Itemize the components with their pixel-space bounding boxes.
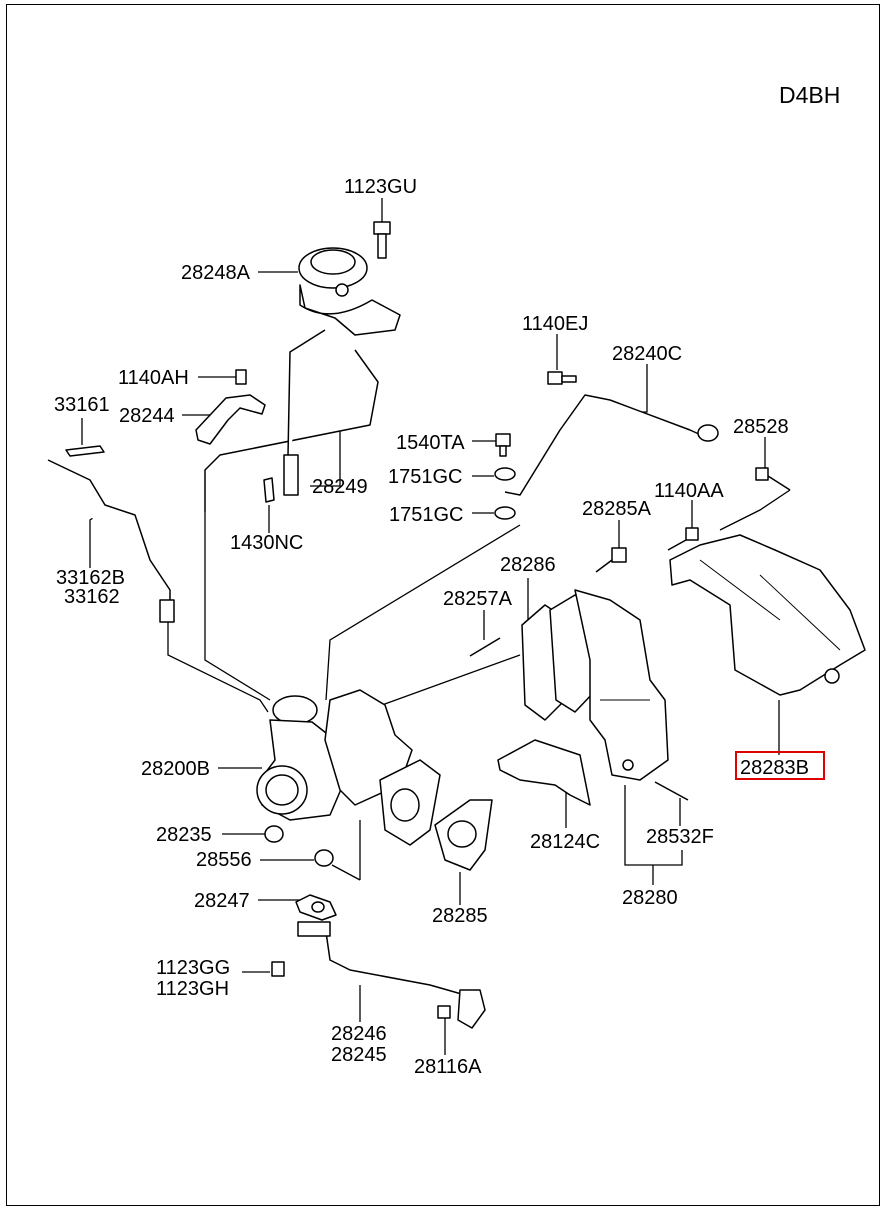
part-label-33162[interactable]: 33162 <box>64 586 120 608</box>
heat-protector-28124C <box>497 739 591 806</box>
clip-33161 <box>65 445 105 457</box>
part-label-28200B[interactable]: 28200B <box>141 758 210 780</box>
diagram-frame <box>6 4 880 1206</box>
actuator-28248A <box>298 247 401 336</box>
part-label-28285[interactable]: 28285 <box>432 905 488 927</box>
gasket-28247 <box>295 894 337 921</box>
washer-28556 <box>314 849 334 867</box>
pipe-28246 <box>297 921 486 1029</box>
part-label-28286[interactable]: 28286 <box>500 554 556 576</box>
part-label-1123GG[interactable]: 1123GG <box>156 957 230 979</box>
bolt-1123GU <box>373 221 391 259</box>
manifold-28280 <box>574 589 669 781</box>
stud-28532F <box>654 781 689 801</box>
part-label-28246[interactable]: 28246 <box>331 1023 387 1045</box>
part-label-28248A[interactable]: 28248A <box>181 262 251 284</box>
part-label-28257A[interactable]: 28257A <box>443 588 513 610</box>
part-label-28244[interactable]: 28244 <box>119 405 175 427</box>
part-label-28528[interactable]: 28528 <box>733 416 789 438</box>
heat-shield-28283B <box>669 534 866 696</box>
part-label-33161[interactable]: 33161 <box>54 394 110 416</box>
part-label-28556[interactable]: 28556 <box>196 849 252 871</box>
part-label-28240C[interactable]: 28240C <box>612 343 682 365</box>
hose-28249 <box>204 329 379 512</box>
part-label-1140AH[interactable]: 1140AH <box>118 367 189 389</box>
bolt-1140EJ <box>547 371 577 385</box>
part-label-28124C[interactable]: 28124C <box>530 831 600 853</box>
part-label-28285A[interactable]: 28285A <box>582 498 652 520</box>
engine-code-label: D4BH <box>779 82 840 108</box>
stud-28257A <box>469 637 501 657</box>
part-label-1140EJ[interactable]: 1140EJ <box>522 313 588 335</box>
part-label-28280[interactable]: 28280 <box>622 887 678 909</box>
hose-33162B <box>47 459 175 623</box>
part-label-1140AA[interactable]: 1140AA <box>654 480 724 502</box>
bolt-1540TA <box>495 433 511 457</box>
turbo-28200B <box>256 689 441 846</box>
part-label-1751GC-upper[interactable]: 1751GC <box>388 466 463 488</box>
part-label-28245[interactable]: 28245 <box>331 1044 387 1066</box>
bolt-28528 <box>755 467 791 491</box>
pipe-28240C <box>504 394 719 496</box>
bolt-28285A <box>595 547 627 573</box>
part-label-28283B[interactable]: 28283B <box>740 757 809 779</box>
bolt-1140AA <box>667 527 699 551</box>
nut-28116A <box>437 1005 451 1019</box>
part-label-28247[interactable]: 28247 <box>194 890 250 912</box>
part-label-33162B[interactable]: 33162B <box>56 567 125 589</box>
bracket-28244 <box>195 394 266 445</box>
part-label-28235[interactable]: 28235 <box>156 824 212 846</box>
bolt-1140AH <box>235 369 247 385</box>
highlight-box-28283B <box>735 751 825 780</box>
bolt-1123GG <box>271 961 285 977</box>
gasket-28285 <box>434 799 493 871</box>
part-label-1430NC[interactable]: 1430NC <box>230 532 303 554</box>
part-label-28532F[interactable]: 28532F <box>646 826 714 848</box>
part-label-1540TA[interactable]: 1540TA <box>396 432 465 454</box>
nut-28235 <box>264 825 284 843</box>
clip-1430NC <box>263 477 275 503</box>
part-label-1123GU[interactable]: 1123GU <box>344 176 417 198</box>
part-label-28116A[interactable]: 28116A <box>414 1056 482 1078</box>
part-label-28249[interactable]: 28249 <box>312 476 368 498</box>
part-label-1123GH[interactable]: 1123GH <box>156 978 229 1000</box>
part-label-1751GC-lower[interactable]: 1751GC <box>389 504 464 526</box>
washer-1751GC <box>494 467 516 520</box>
